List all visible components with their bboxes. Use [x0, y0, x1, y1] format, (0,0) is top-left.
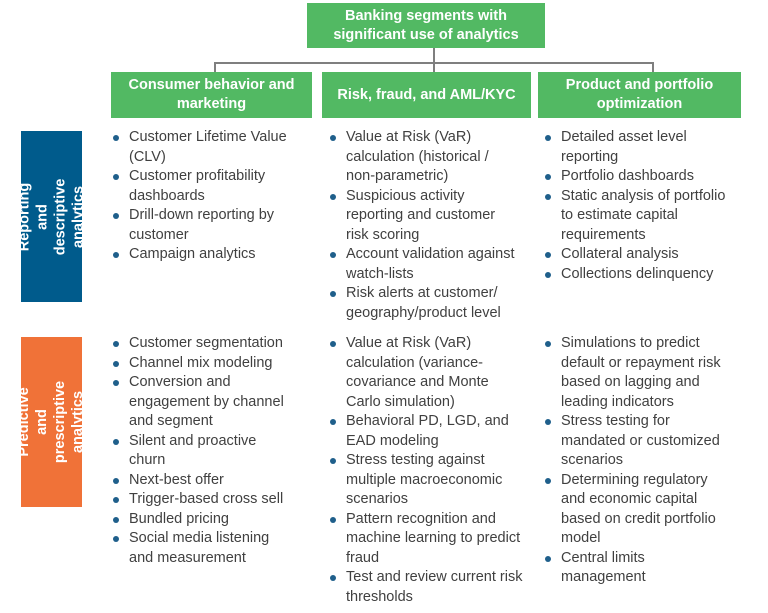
list-item: Next-best offer — [112, 471, 284, 491]
list-item: Central limits management — [544, 549, 721, 588]
connector — [214, 62, 216, 72]
list-item: Value at Risk (VaR) calculation (varianc… — [329, 334, 522, 412]
list-item: Static analysis of portfolio to estimate… — [544, 187, 725, 246]
column-header-consumer: Consumer behavior and marketing — [111, 72, 312, 118]
list-item: Test and review current risk thresholds — [329, 568, 522, 607]
row-label-predictive: Predictive and prescriptive analytics — [17, 337, 87, 507]
list-item: Silent and proactive churn — [112, 432, 284, 471]
list-item: Campaign analytics — [112, 245, 287, 265]
list-item: Customer profitability dashboards — [112, 167, 287, 206]
row-label-reporting: Reporting and descriptive analytics — [17, 131, 87, 302]
connector — [652, 62, 654, 72]
cell-r2c3: Simulations to predict default or repaym… — [544, 334, 721, 588]
list-item: Customer segmentation — [112, 334, 284, 354]
list-item: Stress testing against multiple macroeco… — [329, 451, 522, 510]
list-item: Value at Risk (VaR) calculation (histori… — [329, 128, 514, 187]
connector — [433, 48, 435, 63]
cell-r2c2: Value at Risk (VaR) calculation (varianc… — [329, 334, 522, 607]
list-item: Conversion and engagement by channel and… — [112, 373, 284, 432]
list-item: Determining regulatory and economic capi… — [544, 471, 721, 549]
list-item: Simulations to predict default or repaym… — [544, 334, 721, 412]
list-item: Detailed asset level reporting — [544, 128, 725, 167]
list-item: Behavioral PD, LGD, and EAD modeling — [329, 412, 522, 451]
column-header-product: Product and portfolio optimization — [538, 72, 741, 118]
list-item: Collections delinquency — [544, 265, 725, 285]
list-item: Stress testing for mandated or customize… — [544, 412, 721, 471]
list-item: Account validation against watch-lists — [329, 245, 514, 284]
root-box: Banking segments with significant use of… — [307, 3, 545, 48]
cell-r1c1: Customer Lifetime Value (CLV)Customer pr… — [112, 128, 287, 265]
list-item: Social media listening and measurement — [112, 529, 284, 568]
list-item: Suspicious activity reporting and custom… — [329, 187, 514, 246]
list-item: Risk alerts at customer/ geography/produ… — [329, 284, 514, 323]
list-item: Trigger-based cross sell — [112, 490, 284, 510]
list-item: Channel mix modeling — [112, 354, 284, 374]
list-item: Pattern recognition and machine learning… — [329, 510, 522, 569]
list-item: Drill-down reporting by customer — [112, 206, 287, 245]
list-item: Customer Lifetime Value (CLV) — [112, 128, 287, 167]
cell-r1c2: Value at Risk (VaR) calculation (histori… — [329, 128, 514, 323]
column-header-risk: Risk, fraud, and AML/KYC — [322, 72, 531, 118]
list-item: Portfolio dashboards — [544, 167, 725, 187]
list-item: Bundled pricing — [112, 510, 284, 530]
connector — [433, 62, 435, 72]
list-item: Collateral analysis — [544, 245, 725, 265]
